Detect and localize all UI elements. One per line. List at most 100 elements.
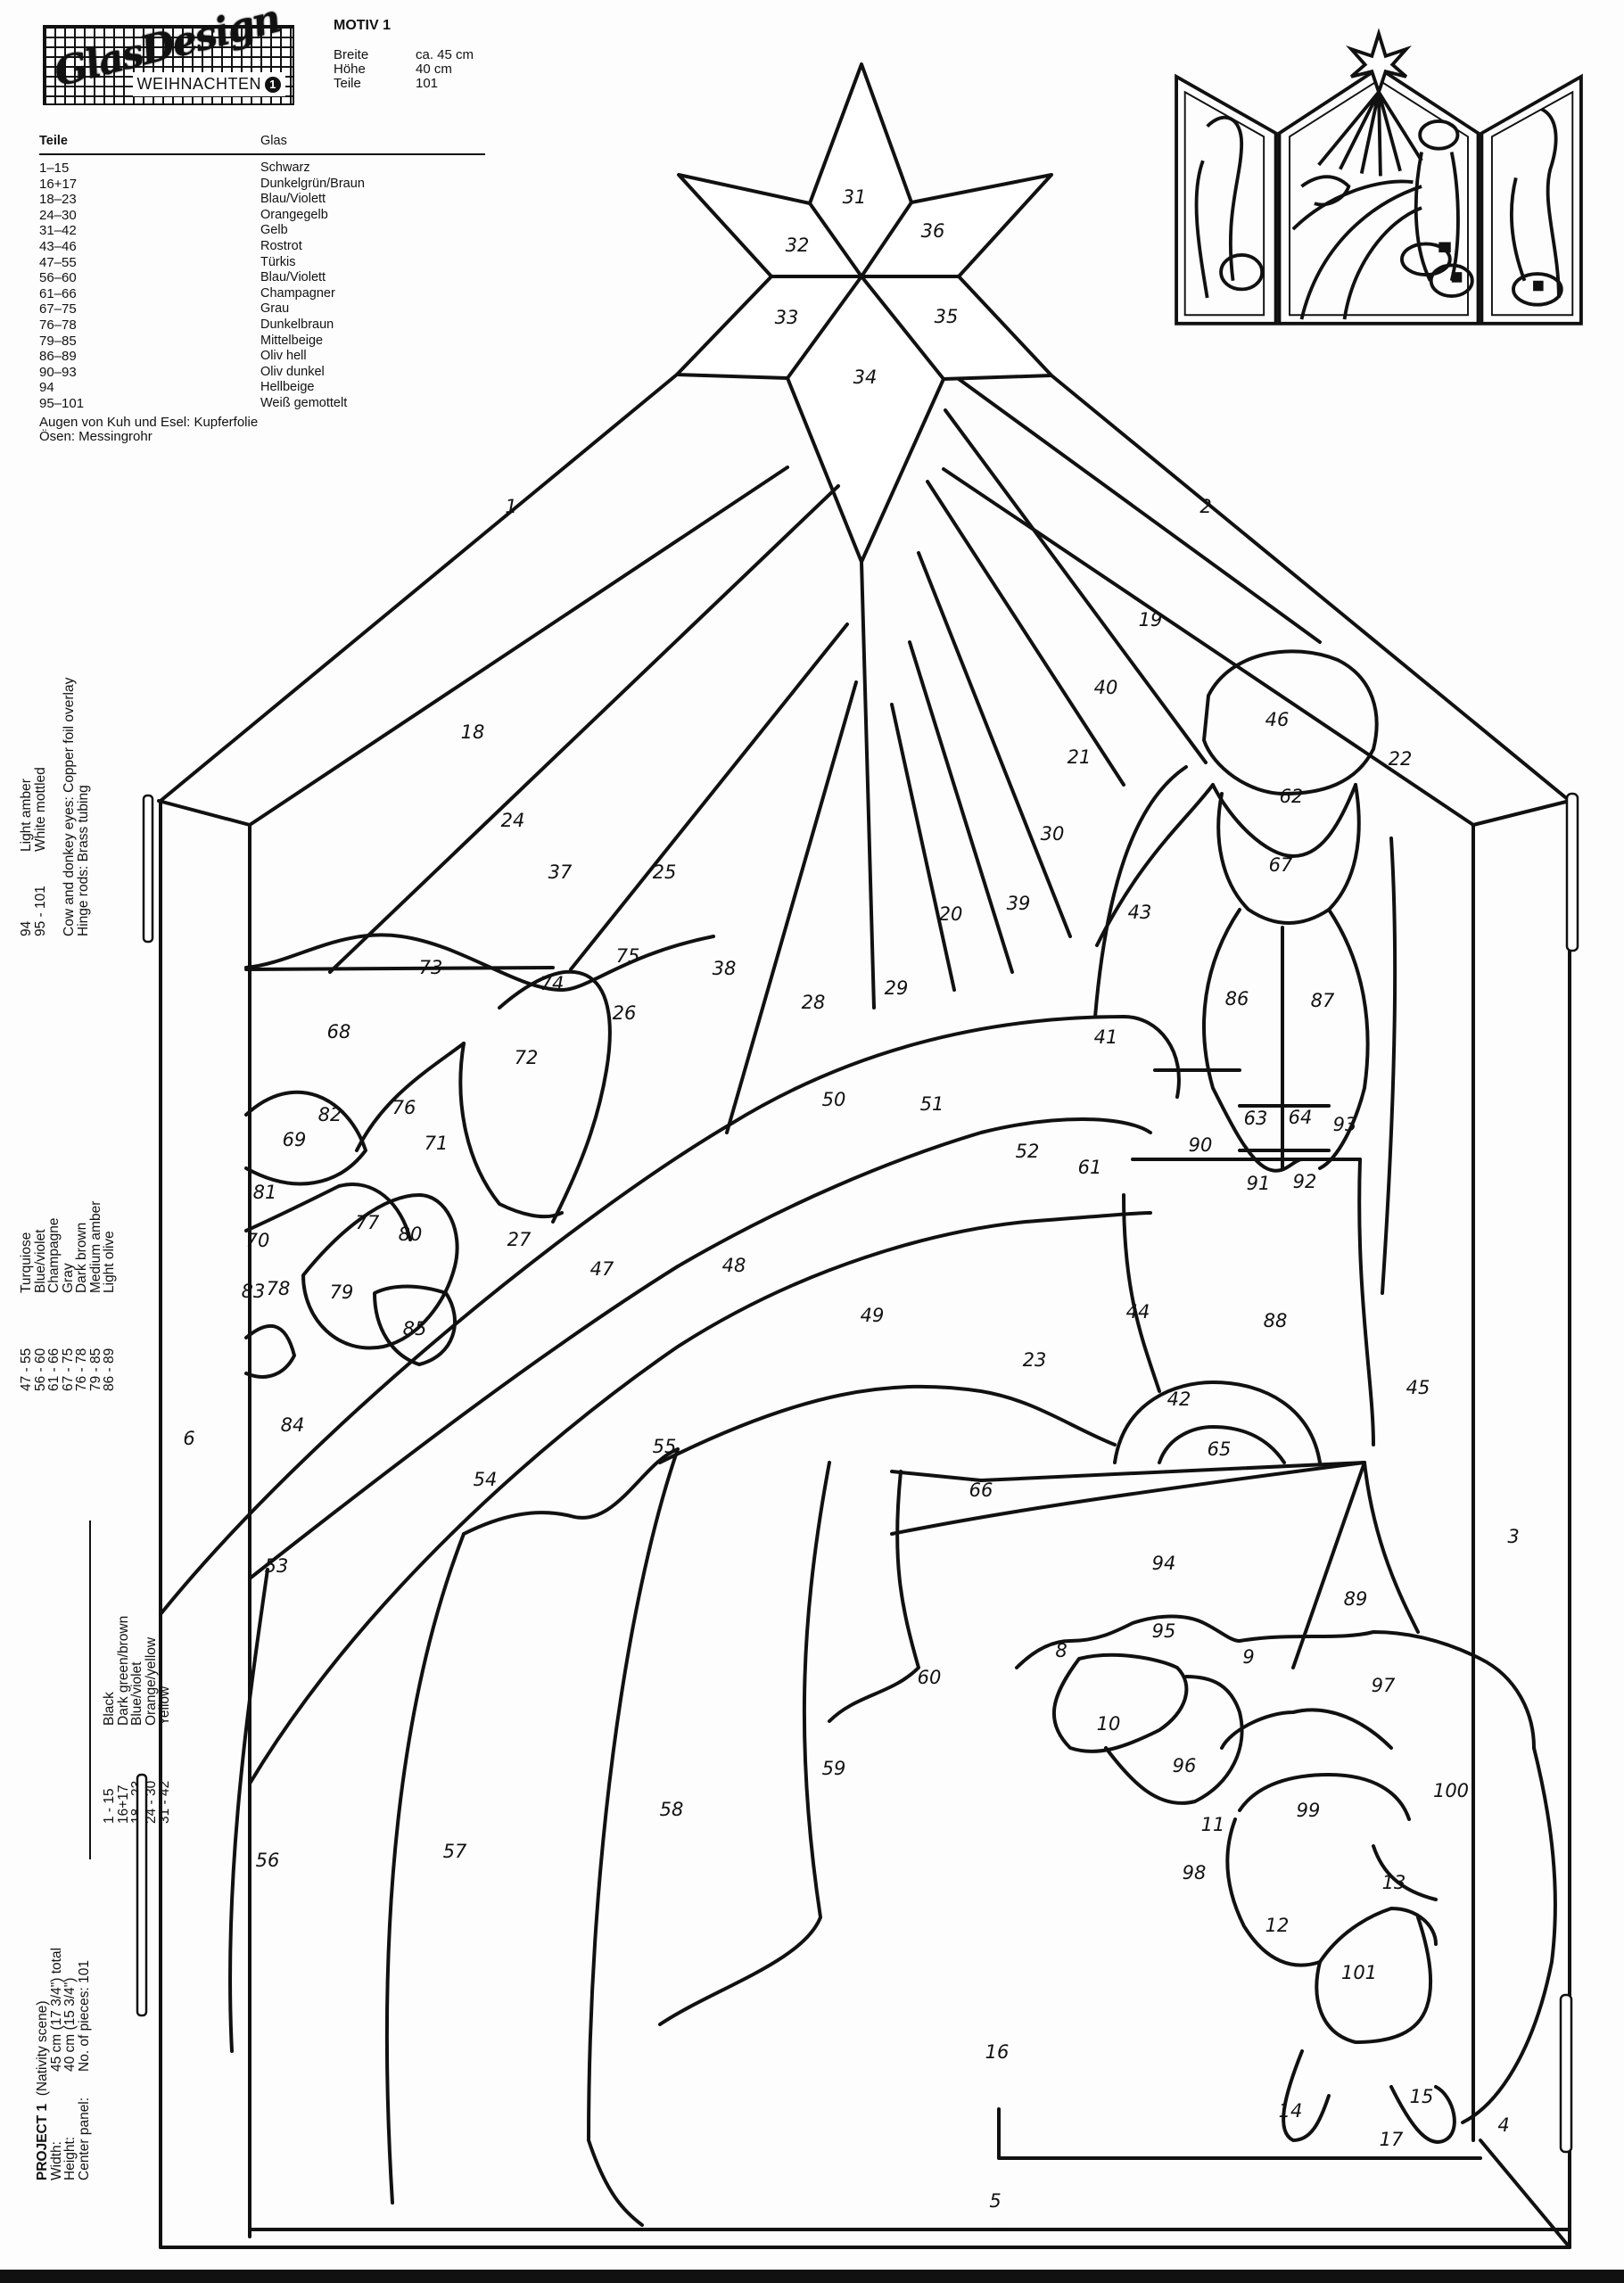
piece-number: 41	[1094, 1026, 1118, 1048]
piece-number: 19	[1139, 609, 1163, 631]
piece-number: 97	[1372, 1675, 1396, 1696]
piece-number: 84	[281, 1414, 305, 1436]
piece-number: 3	[1507, 1526, 1519, 1547]
logo-number-badge: 1	[265, 76, 281, 93]
piece-number: 65	[1208, 1438, 1232, 1460]
piece-number: 99	[1297, 1800, 1321, 1821]
legend-notes: Augen von Kuh und Esel: Kupferfolie Ösen…	[39, 414, 259, 444]
piece-number: 16	[985, 2041, 1010, 2063]
piece-number: 98	[1183, 1862, 1207, 1883]
piece-number: 13	[1382, 1872, 1406, 1893]
piece-number: 11	[1201, 1814, 1225, 1835]
piece-number: 79	[330, 1282, 354, 1303]
piece-number: 86	[1225, 988, 1249, 1010]
piece-number: 42	[1167, 1389, 1191, 1410]
triptych-preview-image	[1175, 28, 1583, 326]
piece-number: 39	[1007, 893, 1031, 914]
piece-number: 10	[1097, 1713, 1121, 1735]
piece-number: 9	[1242, 1646, 1254, 1668]
piece-number: 81	[253, 1182, 277, 1203]
piece-number: 73	[419, 957, 443, 978]
piece-number: 46	[1265, 709, 1290, 730]
piece-number: 61	[1078, 1157, 1102, 1178]
piece-number: 54	[474, 1469, 498, 1490]
piece-number: 52	[1016, 1141, 1040, 1162]
piece-number: 57	[443, 1841, 467, 1862]
piece-number: 35	[935, 306, 959, 327]
piece-number: 14	[1279, 2100, 1303, 2122]
piece-number: 82	[318, 1104, 342, 1125]
piece-number: 45	[1406, 1377, 1430, 1398]
piece-number: 36	[921, 220, 945, 242]
piece-number: 78	[267, 1278, 291, 1299]
piece-number: 31	[843, 186, 867, 208]
piece-number: 69	[283, 1129, 307, 1150]
piece-number: 90	[1189, 1134, 1213, 1156]
piece-number: 6	[183, 1428, 194, 1449]
piece-number: 62	[1280, 786, 1304, 807]
piece-number: 91	[1247, 1173, 1271, 1194]
piece-number: 63	[1244, 1108, 1268, 1129]
piece-number: 70	[246, 1230, 270, 1251]
piece-number: 12	[1265, 1915, 1290, 1936]
piece-number: 21	[1068, 746, 1092, 768]
piece-number: 18	[461, 721, 485, 743]
piece-number: 77	[356, 1212, 380, 1233]
piece-number: 66	[969, 1479, 993, 1501]
piece-number: 2	[1199, 496, 1211, 517]
piece-number: 5	[989, 2190, 1001, 2212]
piece-number: 89	[1344, 1588, 1368, 1610]
piece-number: 92	[1293, 1171, 1317, 1192]
piece-number: 47	[590, 1258, 614, 1280]
logo-subtitle-text: WEIHNACHTEN	[136, 75, 261, 93]
piece-number: 68	[327, 1021, 351, 1043]
piece-number: 38	[713, 958, 737, 979]
piece-number: 49	[861, 1305, 885, 1326]
piece-number: 53	[265, 1555, 289, 1577]
piece-number: 33	[775, 307, 799, 328]
piece-number: 83	[242, 1281, 266, 1302]
legend-header: Teile Glas	[39, 134, 485, 155]
logo-subtitle: WEIHNACHTEN 1	[132, 72, 285, 96]
piece-number: 67	[1269, 854, 1293, 876]
page-bottom-edge	[0, 2270, 1624, 2283]
piece-number: 48	[722, 1255, 746, 1276]
piece-number: 50	[822, 1089, 846, 1110]
piece-number: 60	[918, 1667, 942, 1688]
piece-number: 15	[1410, 2086, 1434, 2107]
piece-number: 26	[613, 1002, 637, 1024]
piece-number: 58	[660, 1799, 684, 1820]
piece-number: 37	[548, 861, 573, 883]
piece-number: 29	[885, 977, 909, 999]
piece-number: 44	[1126, 1301, 1150, 1323]
piece-number: 85	[403, 1318, 427, 1339]
piece-number: 71	[425, 1133, 449, 1154]
piece-number: 1	[505, 496, 516, 517]
piece-number: 101	[1341, 1962, 1377, 1983]
piece-number: 4	[1497, 2114, 1509, 2136]
piece-number: 28	[802, 992, 826, 1013]
piece-number: 24	[501, 810, 525, 831]
piece-number: 8	[1055, 1640, 1067, 1661]
piece-number: 51	[920, 1093, 944, 1115]
piece-number: 30	[1041, 823, 1065, 845]
